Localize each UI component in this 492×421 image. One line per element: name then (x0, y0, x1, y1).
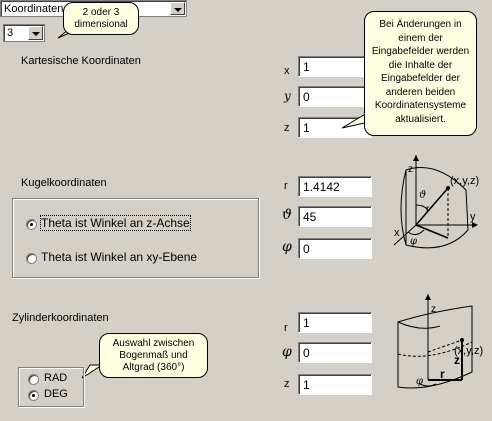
diagram-y-label: y (470, 211, 476, 223)
deg-label[interactable]: DEG (44, 388, 68, 400)
diagram-phi-label: φ (410, 236, 417, 247)
z-label: z (284, 122, 290, 134)
spherical-theta-input[interactable] (299, 207, 371, 226)
r-label: r (284, 322, 288, 334)
theta-option-group (12, 198, 259, 278)
rad-radio[interactable] (28, 374, 39, 385)
dimension-select[interactable]: 3 (3, 24, 45, 42)
tip-line: dimensional (74, 19, 128, 30)
theta-xy-radio[interactable] (26, 253, 37, 264)
cylindrical-z-input[interactable] (299, 375, 371, 394)
diagram-r-label: r (426, 204, 430, 215)
diagram-z-label: z (431, 304, 436, 315)
z-label: z (284, 378, 290, 390)
chevron-down-icon[interactable] (170, 2, 185, 15)
angle-unit-group (18, 367, 84, 407)
tip-line: 2 oder 3 (82, 7, 120, 18)
tip-line: Bei Änderungen in (379, 19, 462, 30)
cartesian-x-field[interactable] (298, 56, 372, 77)
spherical-title: Kugelkoordinaten (21, 177, 107, 189)
diagram-x-label: x (394, 227, 400, 239)
cartesian-y-input[interactable] (299, 87, 371, 106)
tip-line: Eingabefelder werden (371, 46, 470, 57)
tip-line: Eingabefelder der (381, 73, 460, 84)
tip-line: aktualisiert. (395, 113, 446, 125)
spherical-r-input[interactable] (299, 177, 371, 196)
tip-line: einem der (398, 32, 443, 44)
tip-dimension: 2 oder 3 dimensional (63, 2, 139, 35)
theta-xy-label[interactable]: Theta ist Winkel an xy-Ebene (41, 250, 198, 264)
diagram-point-label: (x,y,z) (454, 345, 483, 357)
diagram-z-label: z (408, 164, 413, 175)
tip-line: die Inhalte der (388, 59, 453, 71)
rad-label[interactable]: RAD (44, 372, 68, 384)
cylindrical-phi-field[interactable] (298, 342, 372, 363)
cylindrical-diagram: z (x,y,z) z r φ (397, 294, 483, 389)
cartesian-y-field[interactable] (298, 86, 372, 107)
tip-line: Bogenmaß und (119, 350, 188, 361)
cylindrical-title: Zylinderkoordinaten (12, 312, 109, 324)
spherical-phi-field[interactable] (298, 238, 372, 259)
system-select-value: Koordinaten (4, 3, 64, 15)
spherical-diagram: z (x,y,z) y x r ϑ φ (393, 155, 479, 249)
cartesian-title: Kartesische Koordinaten (21, 55, 141, 67)
theta-z-radio[interactable] (26, 219, 37, 230)
spherical-phi-input[interactable] (299, 239, 371, 258)
deg-radio[interactable] (28, 390, 39, 401)
y-label: y (284, 89, 291, 103)
phi-label: φ (282, 239, 292, 255)
cylindrical-phi-input[interactable] (299, 343, 371, 362)
dimension-select-value: 3 (7, 27, 14, 39)
cartesian-x-input[interactable] (299, 57, 371, 76)
tip-angle-pointer (81, 364, 104, 379)
tip-line: Altgrad (360°) (122, 362, 185, 373)
spherical-r-field[interactable] (298, 176, 372, 197)
theta-label: ϑ (282, 207, 293, 223)
tip-update: Bei Änderungen in einem der Eingabefelde… (364, 11, 477, 136)
x-label: x (284, 65, 290, 77)
chevron-down-icon[interactable] (28, 26, 43, 40)
tip-angle: Auswahl zwischen Bogenmaß und Altgrad (3… (99, 333, 208, 378)
tip-line: Auswahl zwischen (112, 338, 195, 349)
cylindrical-r-field[interactable] (298, 312, 372, 333)
cylindrical-r-input[interactable] (299, 313, 371, 332)
phi-label: φ (282, 344, 292, 360)
theta-z-label[interactable]: Theta ist Winkel an z-Achse (40, 215, 191, 231)
spherical-theta-field[interactable] (298, 206, 372, 227)
diagram-z-height-label: z (454, 353, 460, 367)
tip-line: anderen beiden (385, 86, 456, 98)
diagram-r-label: r (440, 367, 445, 381)
tip-line: Koordinatensysteme (374, 100, 467, 111)
diagram-phi-label: φ (416, 376, 423, 387)
r-label: r (284, 180, 288, 192)
diagram-theta-label: ϑ (419, 190, 426, 201)
cylindrical-z-field[interactable] (298, 374, 372, 395)
diagram-point-label: (x,y,z) (450, 175, 479, 187)
